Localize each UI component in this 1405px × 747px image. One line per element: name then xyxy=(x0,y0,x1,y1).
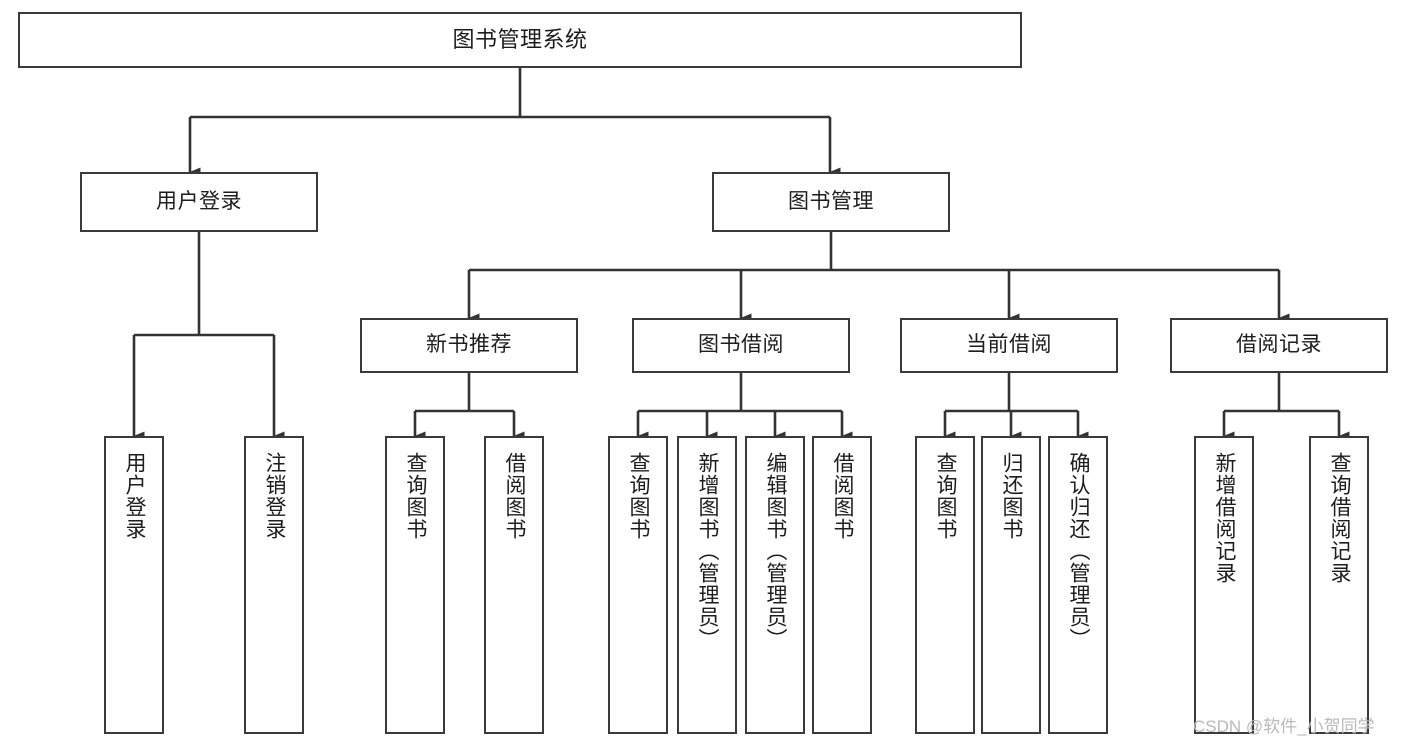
node-leaf-current-borrow-0-label: 查询图书 xyxy=(934,452,958,540)
node-book-management-label: 图书管理 xyxy=(788,189,874,213)
node-leaf-borrow-record-1-label: 查询借阅记录 xyxy=(1328,452,1352,584)
node-leaf-user-login-1[interactable]: 注销登录 xyxy=(244,436,304,734)
node-leaf-new-book-0-label: 查询图书 xyxy=(404,452,428,540)
node-leaf-current-borrow-1-label: 归还图书 xyxy=(1000,452,1024,540)
node-new-book-recommendation-label: 新书推荐 xyxy=(426,333,512,357)
node-leaf-new-book-1[interactable]: 借阅图书 xyxy=(484,436,544,734)
node-leaf-current-borrow-1[interactable]: 归还图书 xyxy=(981,436,1041,734)
node-borrowing-record[interactable]: 借阅记录 xyxy=(1170,318,1388,373)
node-leaf-current-borrow-2-label: 确认归还（管理员） xyxy=(1067,452,1091,650)
node-leaf-book-borrow-3[interactable]: 借阅图书 xyxy=(812,436,872,734)
node-user-login-label: 用户登录 xyxy=(156,189,242,213)
node-root-label: 图书管理系统 xyxy=(452,27,588,53)
node-leaf-user-login-0-label: 用户登录 xyxy=(123,452,147,540)
node-leaf-borrow-record-0[interactable]: 新增借阅记录 xyxy=(1194,436,1254,734)
node-leaf-book-borrow-0[interactable]: 查询图书 xyxy=(608,436,668,734)
node-current-borrowing[interactable]: 当前借阅 xyxy=(900,318,1118,373)
csdn-watermark: CSDN @软件_小贺同学 xyxy=(1193,717,1375,736)
node-leaf-book-borrow-2-label: 编辑图书（管理员） xyxy=(764,452,788,650)
node-book-management[interactable]: 图书管理 xyxy=(712,172,950,232)
node-new-book-recommendation[interactable]: 新书推荐 xyxy=(360,318,578,373)
node-leaf-new-book-1-label: 借阅图书 xyxy=(503,452,527,540)
node-leaf-current-borrow-2[interactable]: 确认归还（管理员） xyxy=(1048,436,1108,734)
node-leaf-borrow-record-0-label: 新增借阅记录 xyxy=(1213,452,1237,584)
node-book-borrowing[interactable]: 图书借阅 xyxy=(632,318,850,373)
node-borrowing-record-label: 借阅记录 xyxy=(1236,333,1322,357)
node-leaf-user-login-1-label: 注销登录 xyxy=(263,452,287,540)
node-current-borrowing-label: 当前借阅 xyxy=(966,333,1052,357)
node-leaf-book-borrow-2[interactable]: 编辑图书（管理员） xyxy=(745,436,805,734)
node-root-book-management-system[interactable]: 图书管理系统 xyxy=(18,12,1022,68)
node-book-borrowing-label: 图书借阅 xyxy=(698,333,784,357)
node-leaf-current-borrow-0[interactable]: 查询图书 xyxy=(915,436,975,734)
node-user-login[interactable]: 用户登录 xyxy=(80,172,318,232)
node-leaf-book-borrow-0-label: 查询图书 xyxy=(627,452,651,540)
node-leaf-new-book-0[interactable]: 查询图书 xyxy=(385,436,445,734)
node-leaf-book-borrow-1-label: 新增图书（管理员） xyxy=(696,452,720,650)
node-leaf-borrow-record-1[interactable]: 查询借阅记录 xyxy=(1309,436,1369,734)
node-leaf-user-login-0[interactable]: 用户登录 xyxy=(104,436,164,734)
node-leaf-book-borrow-3-label: 借阅图书 xyxy=(831,452,855,540)
node-leaf-book-borrow-1[interactable]: 新增图书（管理员） xyxy=(677,436,737,734)
